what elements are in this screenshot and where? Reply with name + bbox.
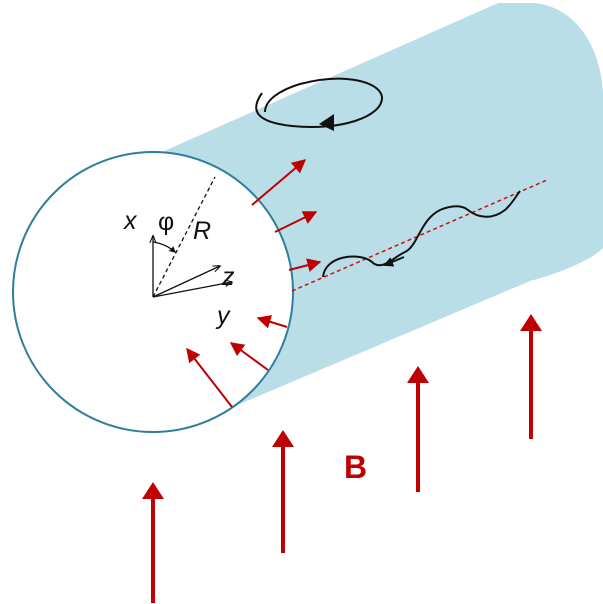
radius-dashed-line [152, 176, 216, 298]
z-axis-line [152, 266, 220, 298]
inward-arrow-2 [229, 342, 269, 371]
inward-arrow-3 [186, 347, 233, 408]
outward-radial-arrows [251, 159, 322, 272]
z-axis-label: z [221, 263, 235, 291]
y-axis-label: y [215, 302, 231, 330]
radial-arrow-1 [251, 159, 307, 206]
radius-label: R [193, 217, 211, 245]
x-axis-label: x [123, 207, 138, 235]
inward-arrow-1 [256, 315, 288, 329]
magnetic-field-arrows [142, 314, 542, 603]
trajectory-direction-arrow [383, 256, 405, 267]
field-arrow-4 [520, 314, 542, 439]
field-arrow-3 [407, 366, 429, 492]
radial-arrow-2 [274, 211, 318, 233]
angle-arc [152, 241, 176, 253]
inward-radial-arrows [186, 315, 288, 408]
radial-arrow-3 [288, 258, 322, 272]
magnetic-field-label: B [344, 449, 367, 485]
rotation-arrowhead-icon [319, 114, 334, 131]
y-axis-line [152, 282, 232, 298]
field-arrow-1 [142, 482, 164, 603]
cylinder-axis-line [291, 179, 548, 292]
rotation-arrow-icon [255, 77, 384, 128]
helical-trajectory-icon [322, 190, 521, 278]
phi-label: φ [158, 208, 174, 236]
field-arrow-2 [272, 430, 294, 553]
coordinate-axes [152, 176, 232, 298]
